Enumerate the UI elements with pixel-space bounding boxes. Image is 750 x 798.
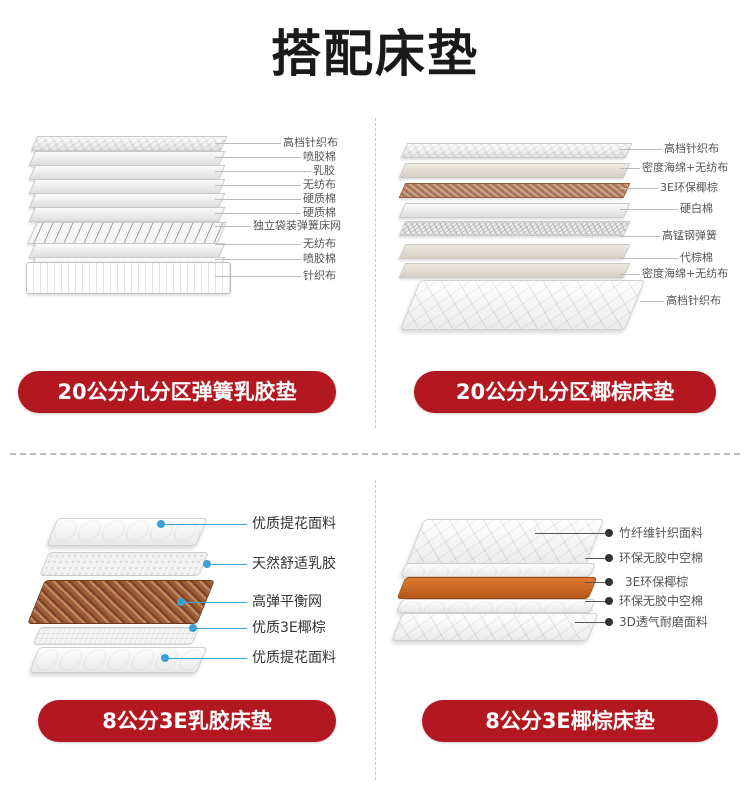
callout-line <box>575 622 607 623</box>
layer-label: 优质提花面料 <box>252 516 336 532</box>
callout-dot <box>605 529 613 537</box>
callout-line <box>585 558 607 559</box>
layer-label: 密度海绵+无纺布 <box>642 267 729 280</box>
layer-graphic <box>399 280 646 330</box>
layer-graphic <box>32 627 200 645</box>
layer-graphic <box>398 221 631 236</box>
layer-label: 硬质棉 <box>303 206 336 219</box>
layer-graphic <box>398 203 631 218</box>
layer-label: 3D透气耐磨面料 <box>619 615 708 629</box>
layer-graphic <box>405 519 605 565</box>
layer-graphic <box>39 552 209 576</box>
callout-line <box>169 658 247 659</box>
layer-label: 高档针织布 <box>664 142 719 155</box>
callout-line <box>535 533 607 534</box>
layer-label: 优质3E椰棕 <box>252 620 326 636</box>
leader-line <box>620 168 640 169</box>
layer-graphic <box>398 163 631 178</box>
callout-dot <box>203 560 211 568</box>
callout-line <box>585 601 607 602</box>
leader-line <box>215 199 301 200</box>
layer-label: 无纺布 <box>303 237 336 250</box>
product-label-badge: 20公分九分区弹簧乳胶垫 <box>18 371 336 413</box>
layer-graphic <box>46 518 208 546</box>
vertical-divider <box>375 480 376 780</box>
layer-label: 竹纤维针织面料 <box>619 526 704 540</box>
leader-line <box>215 213 301 214</box>
callout-dot <box>189 624 197 632</box>
layer-graphic <box>28 647 208 673</box>
leader-line <box>215 143 281 144</box>
callout-dot <box>605 597 613 605</box>
leader-line <box>620 236 660 237</box>
leader-line <box>620 149 662 150</box>
layer-graphic <box>396 599 596 613</box>
layer-label: 优质提花面料 <box>252 650 336 666</box>
callout-line <box>585 582 607 583</box>
product-label-badge: 8公分3E乳胶床垫 <box>38 700 336 742</box>
leader-line <box>215 244 301 245</box>
product-panel-latex-8cm: 优质提花面料 天然舒适乳胶 高弹平衡网 优质3E椰棕 优质提花面料 8公分3E乳… <box>0 453 375 798</box>
layer-graphic <box>391 613 599 641</box>
layer-label: 喷胶棉 <box>303 150 336 163</box>
callout-line <box>197 628 247 629</box>
callout-dot <box>161 654 169 662</box>
callout-dot <box>177 598 185 606</box>
callout-dot <box>605 554 613 562</box>
layer-label: 硬白棉 <box>680 202 713 215</box>
product-panel-spring-coir: 高档针织布 密度海绵+无纺布 3E环保椰棕 硬白棉 高锰钢弹簧 代棕棉 密度海绵… <box>398 142 729 413</box>
layer-label: 喷胶棉 <box>303 252 336 265</box>
leader-line <box>620 209 678 210</box>
layer-label: 3E环保椰棕 <box>660 181 718 194</box>
layer-graphic <box>398 263 631 278</box>
layer-label: 环保无胶中空棉 <box>619 594 704 608</box>
callout-dot <box>605 578 613 586</box>
layer-graphic <box>400 563 596 577</box>
layer-graphic <box>400 143 633 158</box>
layer-label: 乳胶 <box>313 164 335 177</box>
layer-label: 硬质棉 <box>303 192 336 205</box>
callout-line <box>185 602 247 603</box>
leader-line <box>215 259 301 260</box>
layer-label: 独立袋装弹簧床网 <box>253 219 341 232</box>
leader-line <box>620 258 678 259</box>
product-label-badge: 20公分九分区椰棕床垫 <box>414 371 716 413</box>
layer-label: 环保无胶中空棉 <box>619 551 704 565</box>
vertical-divider <box>375 118 376 428</box>
page-title: 搭配床垫 <box>271 25 479 83</box>
leader-line <box>215 226 251 227</box>
callout-dot <box>605 618 613 626</box>
layer-label: 天然舒适乳胶 <box>252 556 336 572</box>
callout-line <box>165 524 247 525</box>
leader-line <box>215 171 311 172</box>
product-panel-coir-8cm: 竹纤维针织面料 环保无胶中空棉 3E环保椰棕 环保无胶中空棉 3D透气耐磨面料 … <box>375 453 750 798</box>
callout-dot <box>157 520 165 528</box>
horizontal-divider <box>10 453 740 455</box>
layer-graphic <box>26 262 231 294</box>
leader-line <box>215 185 301 186</box>
layer-label: 3E环保椰棕 <box>625 575 689 589</box>
layer-label: 密度海绵+无纺布 <box>642 161 729 174</box>
layer-label: 无纺布 <box>303 178 336 191</box>
layer-graphic <box>398 244 631 259</box>
layer-label: 代棕棉 <box>680 251 713 264</box>
leader-line <box>215 276 301 277</box>
product-panel-spring-latex: 高档针织布 喷胶棉 乳胶 无纺布 硬质棉 硬质棉 独立袋装弹簧床网 无纺布 喷胶… <box>0 0 375 453</box>
layer-label: 高档针织布 <box>283 136 338 149</box>
product-label-badge: 8公分3E椰棕床垫 <box>422 700 718 742</box>
layer-label: 针织布 <box>303 269 336 282</box>
layer-label: 高锰钢弹簧 <box>662 229 717 242</box>
layer-graphic <box>396 577 598 599</box>
leader-line <box>620 188 658 189</box>
callout-line <box>211 564 247 565</box>
layer-graphic <box>398 183 631 198</box>
leader-line <box>640 301 664 302</box>
leader-line <box>620 274 640 275</box>
layer-label: 高档针织布 <box>666 294 721 307</box>
leader-line <box>215 157 301 158</box>
layer-label: 高弹平衡网 <box>252 594 322 610</box>
